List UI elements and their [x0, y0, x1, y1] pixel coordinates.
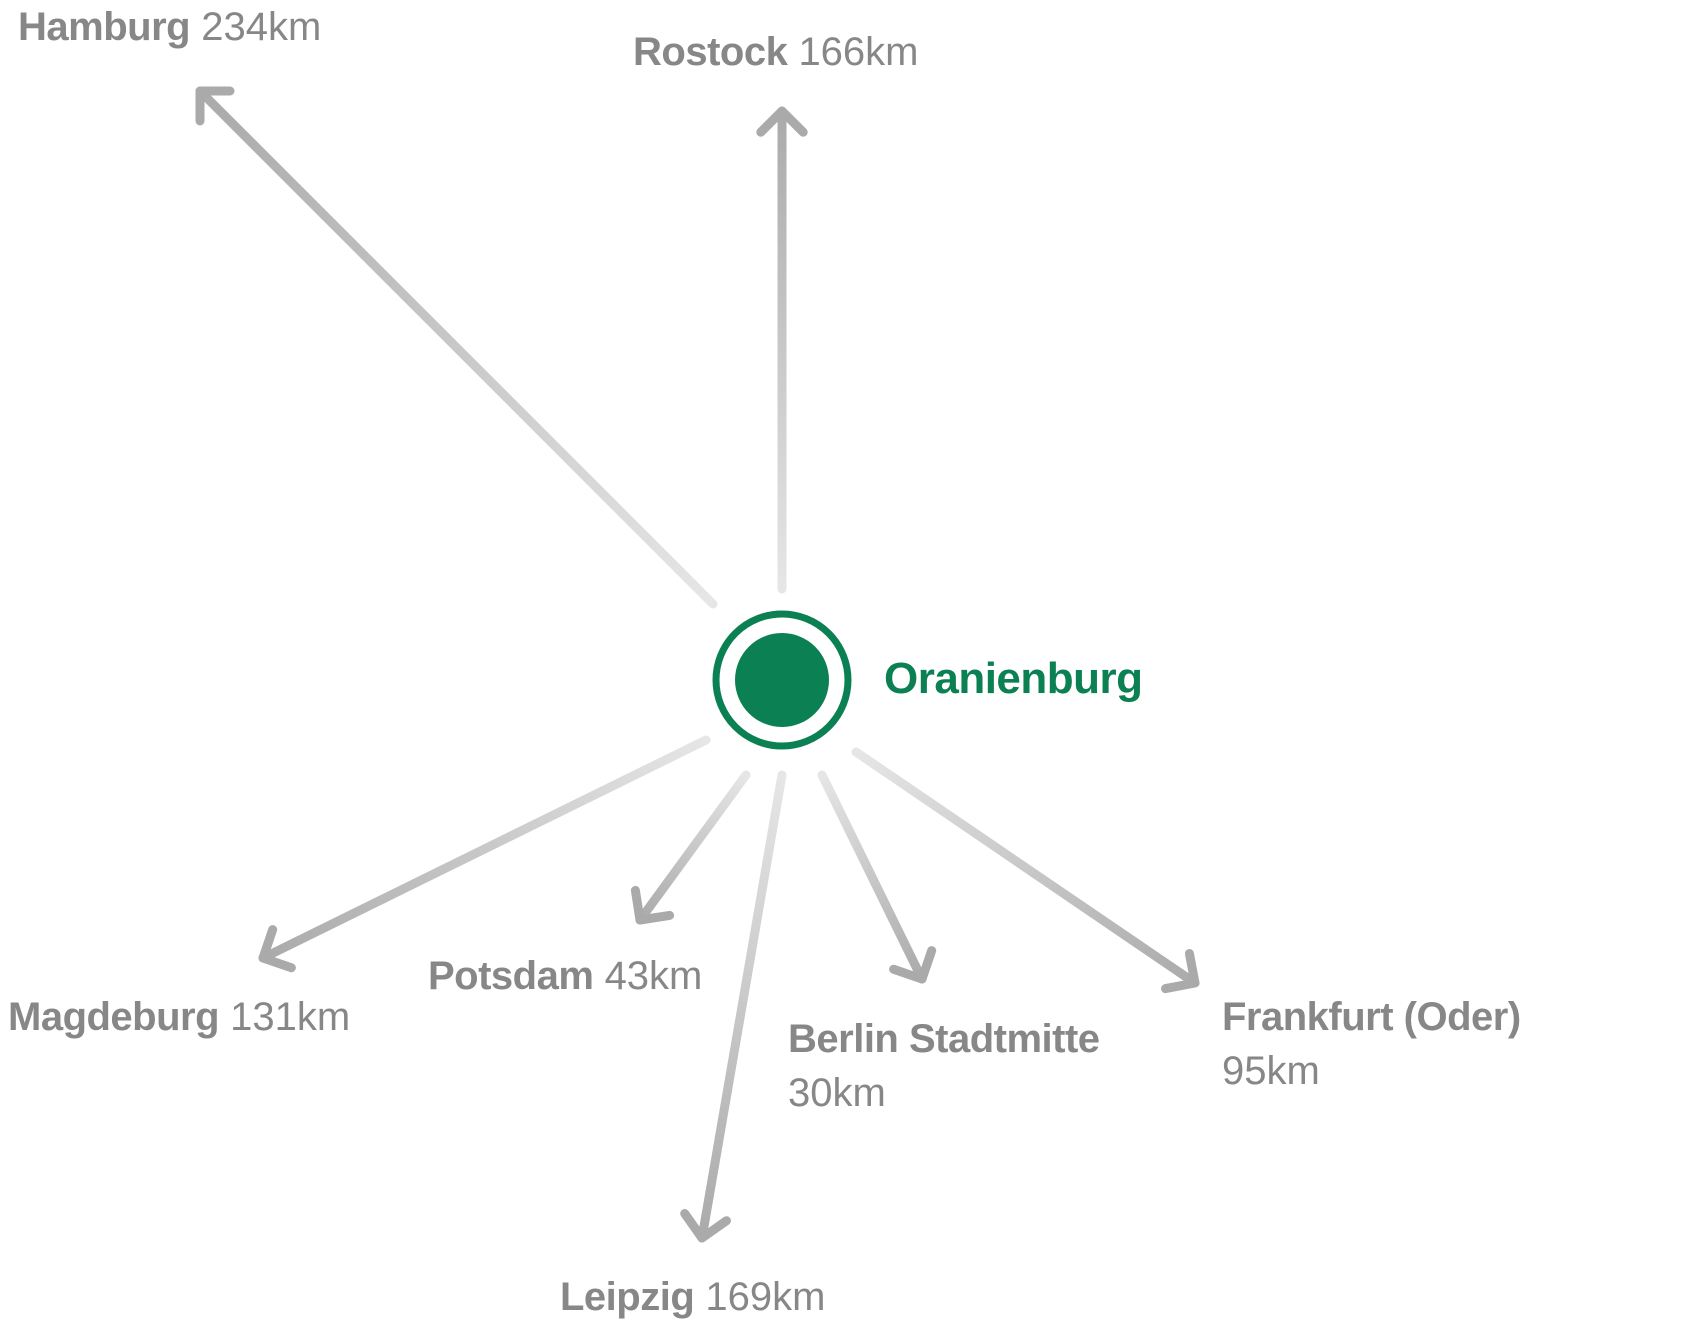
destination-name: Hamburg — [18, 5, 191, 49]
destination-label-berlin-stadtmitte: Berlin Stadtmitte 30km — [788, 1012, 1100, 1120]
destination-label-potsdam: Potsdam 43km — [428, 949, 702, 1003]
destination-distance: 131km — [230, 995, 351, 1039]
arrow-head — [258, 925, 296, 973]
destination-distance: 166km — [798, 30, 919, 74]
arrow-head — [889, 946, 937, 984]
arrow-head — [680, 1209, 731, 1243]
destination-distance: 43km — [604, 954, 703, 998]
arrow-rostock — [756, 106, 808, 594]
destination-distance: 234km — [201, 5, 322, 49]
destination-label-hamburg: Hamburg 234km — [18, 0, 321, 54]
destination-name: Magdeburg — [8, 995, 220, 1039]
destination-name: Berlin Stadtmitte — [788, 1017, 1100, 1061]
destination-label-rostock: Rostock 166km — [633, 25, 919, 79]
destination-name: Leipzig — [560, 1275, 695, 1319]
destination-label-frankfurt-oder: Frankfurt (Oder) 95km — [1222, 990, 1521, 1098]
destination-distance: 30km — [788, 1071, 886, 1115]
arrow-shaft — [635, 770, 751, 925]
center-dot — [735, 633, 829, 727]
destination-label-magdeburg: Magdeburg 131km — [8, 990, 350, 1044]
arrow-berlin-stadtmitte — [817, 770, 937, 984]
arrow-shaft — [851, 747, 1200, 988]
destination-name: Potsdam — [428, 954, 594, 998]
arrow-potsdam — [630, 770, 751, 925]
arrow-head — [630, 885, 675, 925]
arrow-hamburg — [195, 86, 718, 609]
arrow-shaft — [697, 770, 787, 1243]
destination-name: Frankfurt (Oder) — [1222, 995, 1521, 1039]
arrow-magdeburg — [258, 735, 711, 973]
arrow-frankfurt-oder — [851, 747, 1200, 994]
destination-label-leipzig: Leipzig 169km — [560, 1270, 825, 1324]
arrow-head — [1161, 949, 1200, 994]
center-label: Oranienburg — [884, 654, 1143, 703]
arrow-head — [195, 86, 235, 126]
arrow-shaft — [195, 86, 718, 609]
destination-name: Rostock — [633, 30, 788, 74]
arrow-leipzig — [680, 770, 787, 1243]
arrow-shaft — [258, 735, 711, 963]
center-marker — [712, 610, 852, 750]
destination-distance: 95km — [1222, 1049, 1320, 1093]
arrow-shaft — [817, 770, 927, 984]
destination-distance: 169km — [705, 1275, 826, 1319]
arrow-head — [756, 106, 808, 137]
